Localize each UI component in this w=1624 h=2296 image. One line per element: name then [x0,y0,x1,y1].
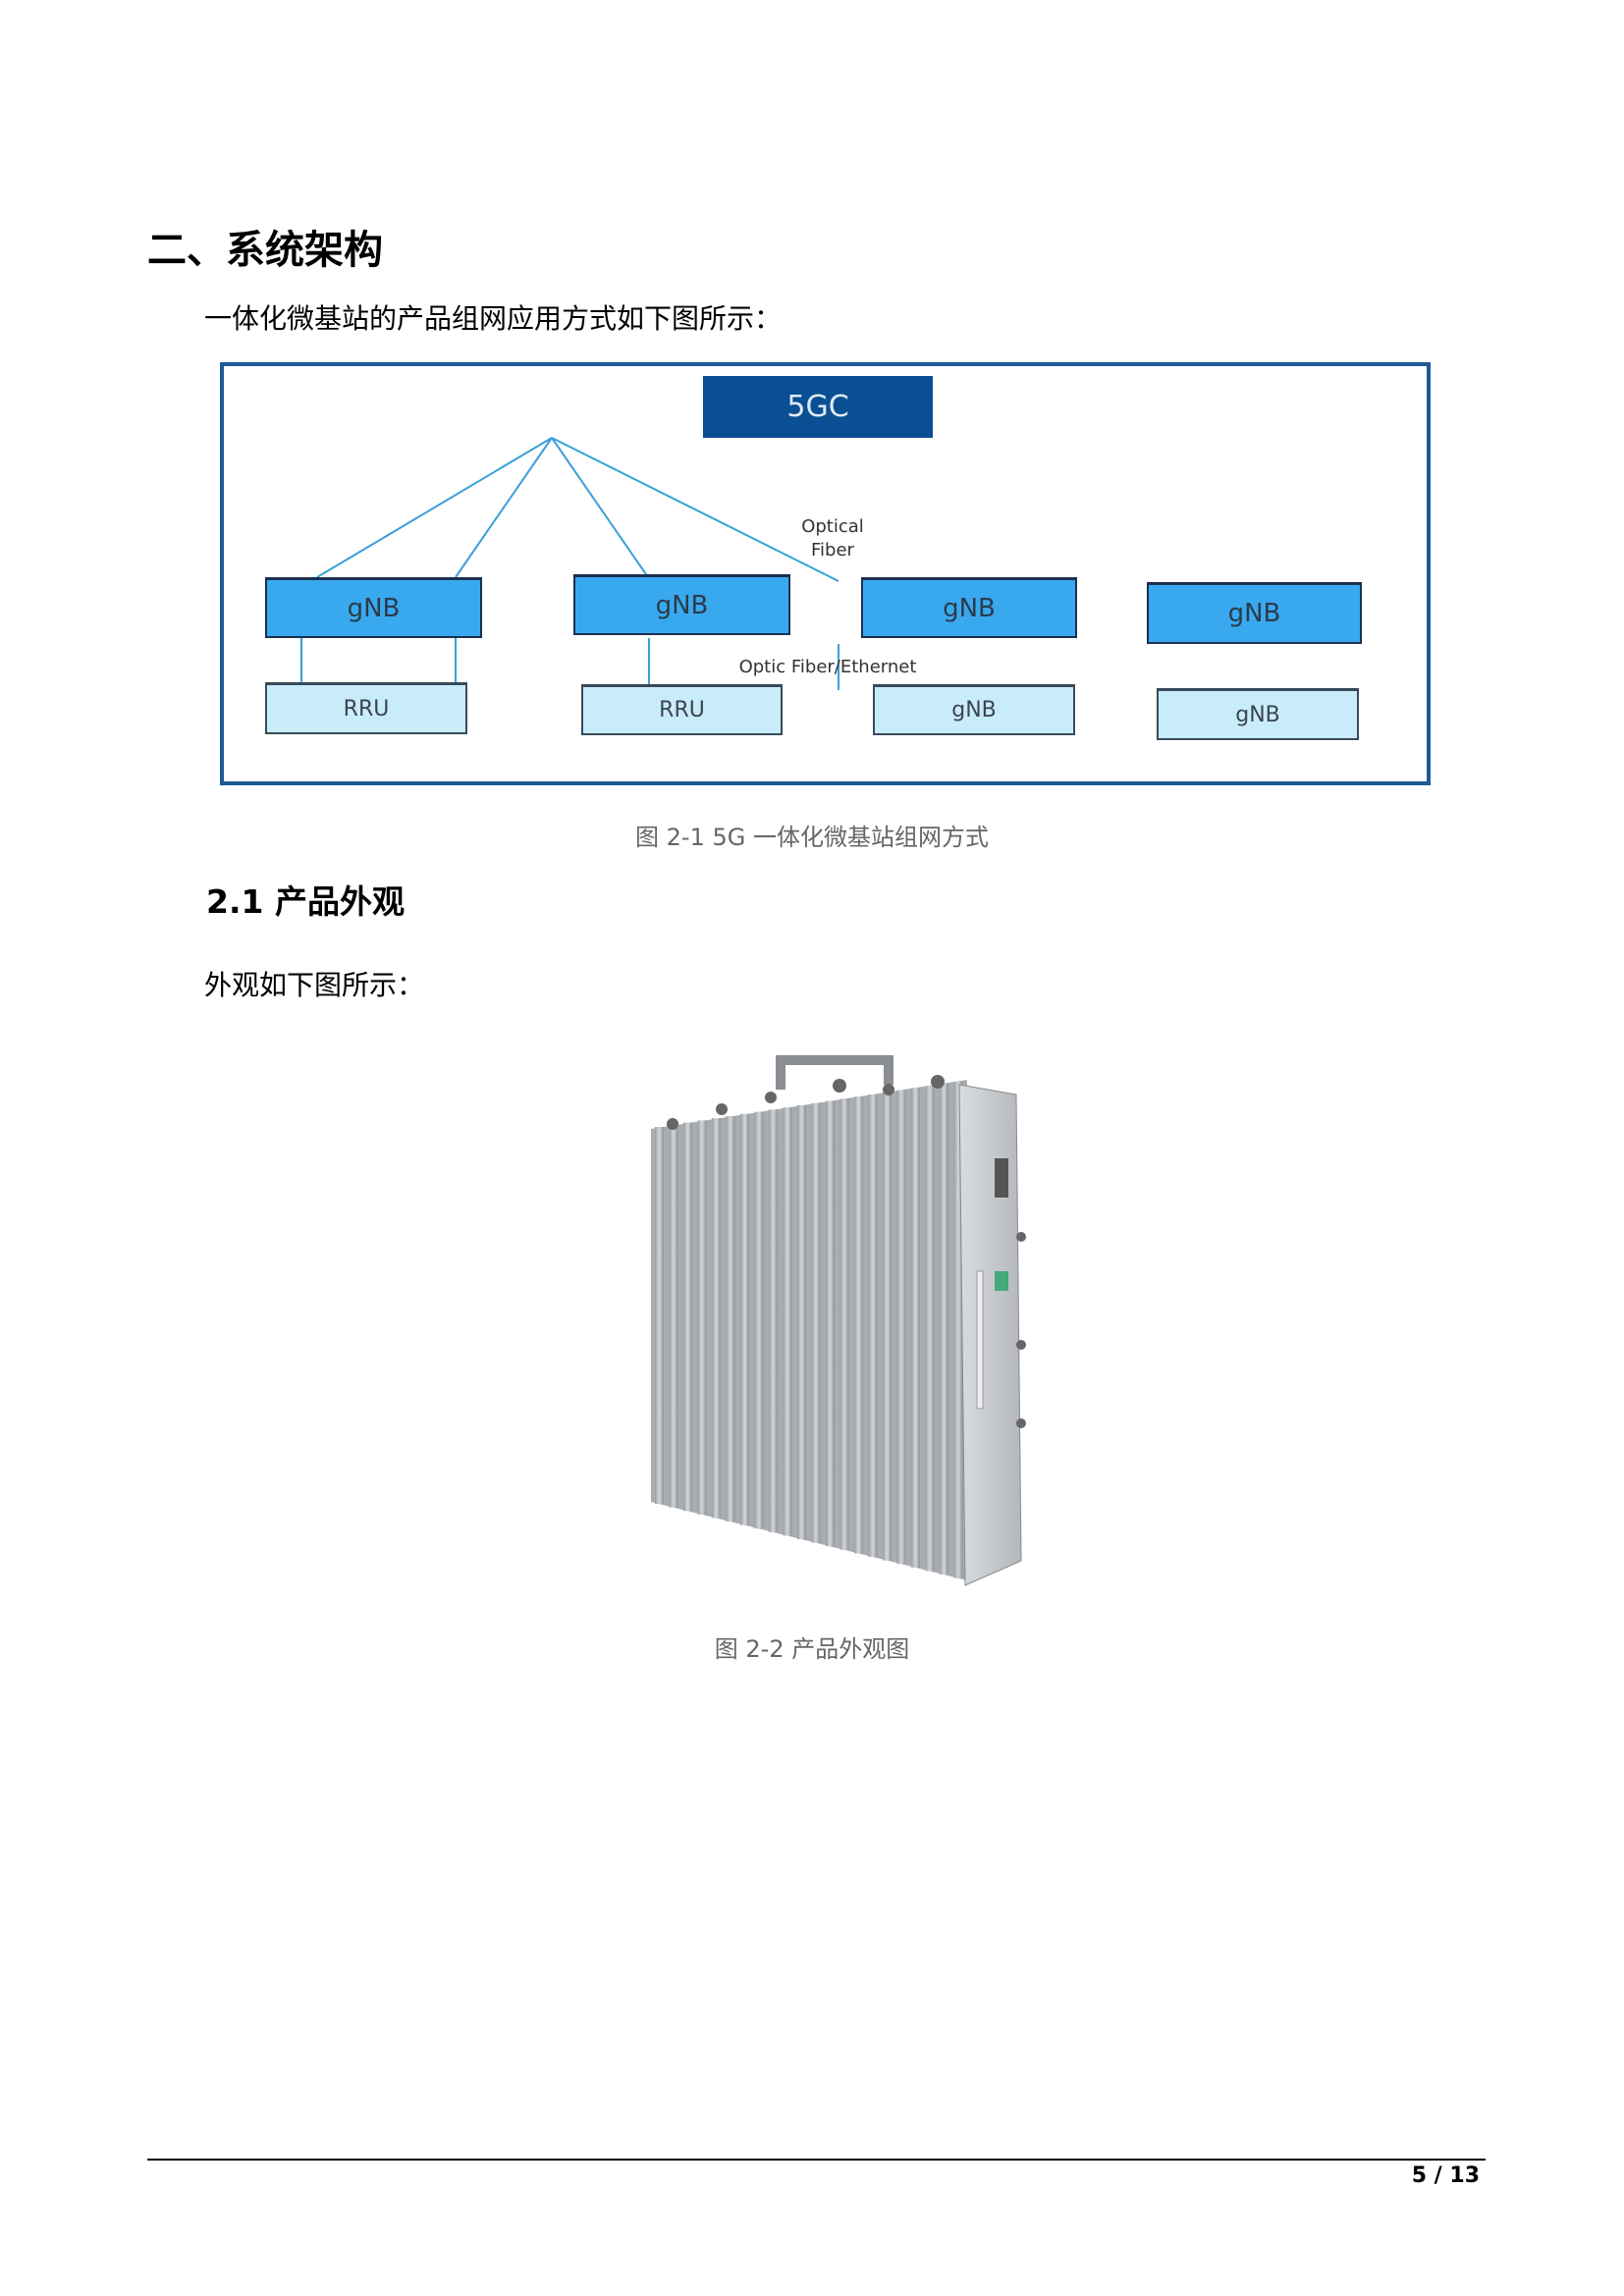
heatsink-fin [740,1113,749,1525]
heatsink-fin [783,1107,792,1536]
link-core-gnb4 [551,437,839,582]
footer-divider [147,2159,1486,2161]
link-core-gnb2 [455,437,553,578]
heatsink-fin [925,1086,935,1572]
link-core-gnb3 [551,437,649,578]
product-image [651,1055,1026,1586]
intro-paragraph: 一体化微基站的产品组网应用方式如下图所示： [204,302,783,335]
figure2-caption: 图 2-2 产品外观图 [714,1635,910,1663]
figure1-caption: 图 2-1 5G 一体化微基站组网方式 [635,824,989,851]
optical-fiber-label-line2: Fiber [811,540,854,561]
connector-lines [300,437,839,690]
heatsink-fin [839,1098,849,1550]
lower-node-2: RRU [581,684,783,735]
heatsink-fin [811,1102,821,1543]
heatsink-fin [655,1127,664,1504]
gnb-node-1: gNB [265,577,482,638]
heatsink-fin [754,1111,764,1529]
gnb-node-2: gNB [573,574,790,635]
lower-node-4: gNB [1157,688,1359,740]
heatsink-fin [683,1122,692,1512]
lower-node-3: gNB [873,684,1075,735]
heatsink-fin [868,1095,878,1557]
heatsink-fin [953,1081,963,1578]
lower-node-1: RRU [265,682,467,734]
gnb-node-3: gNB [861,577,1077,638]
gnb-node-4: gNB [1147,582,1362,644]
page-number: 5 / 13 [1411,2163,1480,2188]
heatsink-fin [940,1084,948,1575]
heatsink-fin [726,1116,735,1522]
core-node-5gc: 5GC [703,376,933,438]
heatsink-fin [854,1096,863,1554]
section-heading: 二、系统架构 [147,228,383,273]
appearance-paragraph: 外观如下图所示： [204,969,425,1001]
link-core-gnb1 [316,437,553,578]
heatsink-fin [896,1090,906,1565]
heatsink-fin [669,1124,678,1508]
heatsink-fin [826,1100,835,1547]
heatsink-fin [883,1092,892,1561]
heatsink-fin [769,1109,778,1532]
heatsink-fin [911,1088,920,1568]
optical-fiber-label-line1: Optical [801,516,864,537]
heatsink-fin [697,1120,707,1515]
heatsink-fin [712,1118,721,1519]
subsection-heading: 2.1 产品外观 [206,882,405,921]
heatsink-fin [797,1105,806,1539]
optic-fiber-ethernet-label: Optic Fiber/Ethernet [738,657,917,677]
